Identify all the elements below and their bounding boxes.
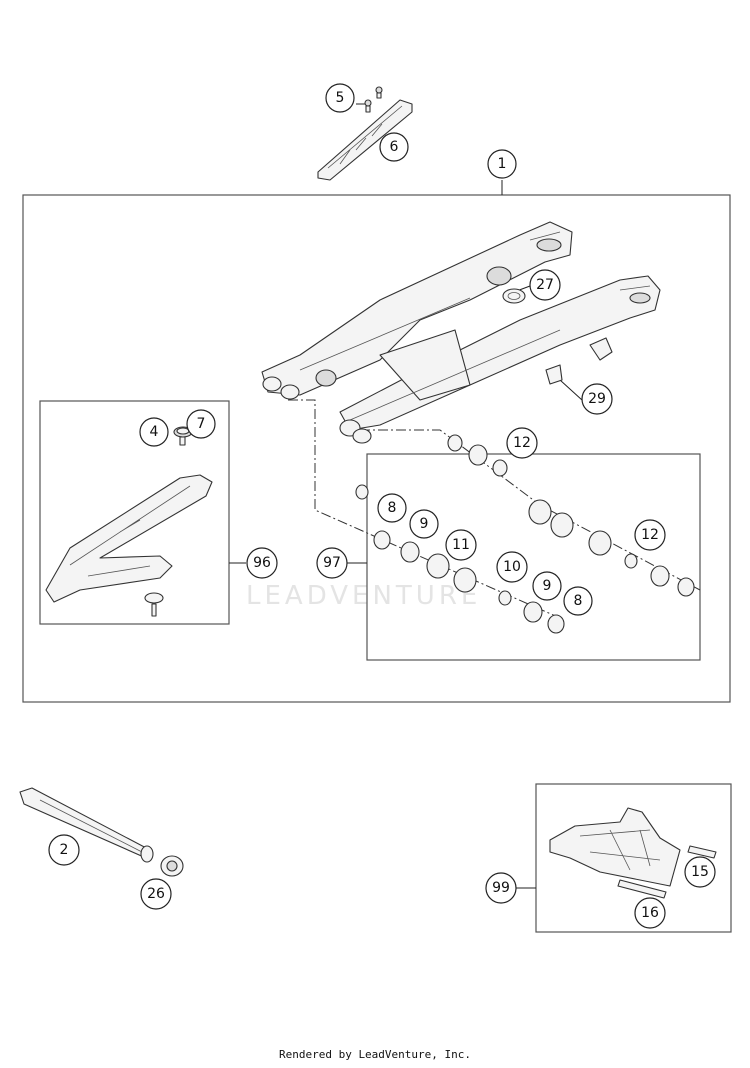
callout-15: 15 (684, 856, 716, 888)
svg-text:96: 96 (253, 555, 271, 571)
svg-text:15: 15 (691, 864, 709, 880)
svg-text:9: 9 (543, 578, 552, 594)
bearing-kit-97-parts (355, 434, 695, 634)
svg-text:29: 29 (588, 391, 606, 407)
callout-8a: 8 (377, 493, 407, 523)
axle-2-part (19, 787, 154, 863)
swingarm-assembly-frame (22, 194, 731, 703)
callout-99: 99 (485, 872, 517, 904)
svg-text:2: 2 (60, 842, 69, 858)
svg-text:7: 7 (197, 416, 206, 432)
svg-text:10: 10 (503, 559, 521, 575)
callout-5: 5 (325, 83, 355, 113)
svg-text:9: 9 (420, 516, 429, 532)
svg-text:27: 27 (536, 277, 554, 293)
callout-4: 4 (139, 417, 169, 447)
watermark-text: LEADVENTURE (246, 581, 481, 611)
callout-27: 27 (529, 269, 561, 301)
svg-text:4: 4 (150, 424, 159, 440)
svg-text:11: 11 (452, 537, 470, 553)
chain-guide-99-part (549, 807, 717, 899)
nut-26-part (160, 855, 184, 877)
footer-credit: Rendered by LeadVenture, Inc. (278, 1048, 472, 1061)
callout-97: 97 (316, 547, 348, 579)
svg-text:5: 5 (336, 90, 345, 106)
callout-12b: 12 (634, 519, 666, 551)
bolt-5-parts (364, 86, 383, 113)
callout-6: 6 (379, 132, 409, 162)
callout-12a: 12 (506, 427, 538, 459)
svg-text:6: 6 (390, 139, 399, 155)
svg-text:1: 1 (498, 156, 507, 172)
svg-text:16: 16 (641, 905, 659, 921)
callout-7: 7 (186, 409, 216, 439)
bearing-kit-frame (366, 453, 701, 661)
axis-line-left (288, 399, 561, 619)
callout-2: 2 (48, 834, 80, 866)
svg-text:8: 8 (574, 593, 583, 609)
chain-guide-kit-frame (535, 783, 732, 933)
svg-text:99: 99 (492, 880, 510, 896)
chain-slider-96-part (45, 426, 213, 617)
svg-text:12: 12 (641, 527, 659, 543)
callout-96: 96 (246, 547, 278, 579)
callout-9b: 9 (532, 571, 562, 601)
callout-26: 26 (140, 878, 172, 910)
callout-10: 10 (496, 551, 528, 583)
callout-1: 1 (487, 149, 517, 179)
svg-text:8: 8 (388, 500, 397, 516)
callout-16: 16 (634, 897, 666, 929)
chain-slider-kit-frame (39, 400, 230, 625)
svg-text:97: 97 (323, 555, 341, 571)
chain-slider-top-part (317, 99, 413, 181)
seal-27-part (502, 288, 526, 304)
axis-line-right (360, 429, 701, 591)
svg-text:26: 26 (147, 886, 165, 902)
svg-text:12: 12 (513, 435, 531, 451)
swingarm-body-part (261, 221, 661, 444)
callout-8b: 8 (563, 586, 593, 616)
callout-29: 29 (581, 383, 613, 415)
leader-29 (559, 379, 583, 401)
callout-11: 11 (445, 529, 477, 561)
callout-9a: 9 (409, 509, 439, 539)
